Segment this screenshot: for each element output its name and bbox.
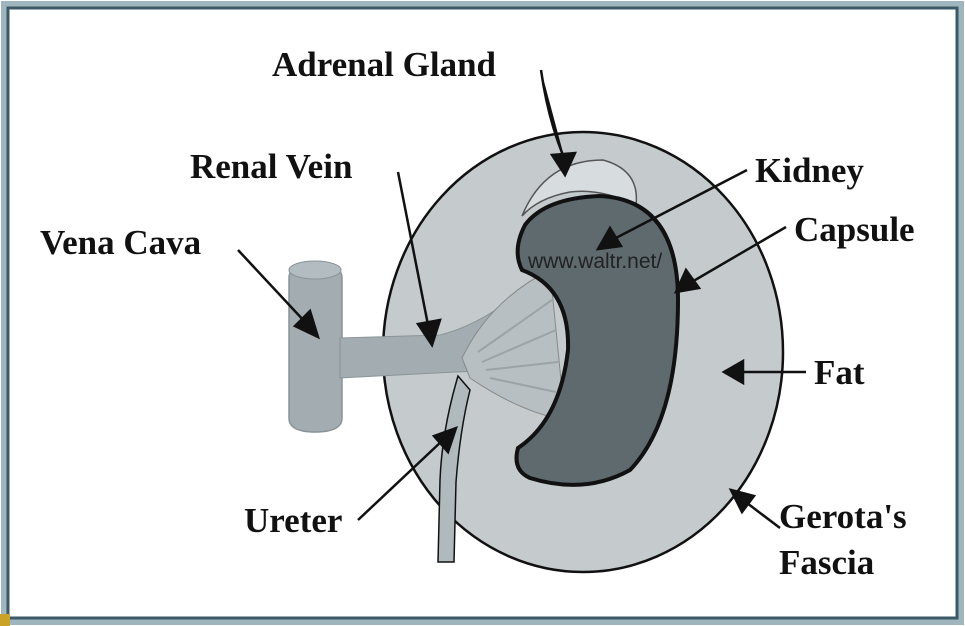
vena-cava-shape (289, 264, 342, 432)
label-fascia: Fascia (779, 545, 874, 580)
label-fat: Fat (814, 355, 865, 390)
vena-cava-top (289, 261, 341, 279)
label-ureter: Ureter (244, 503, 342, 538)
watermark-url: www.waltr.net/ (528, 251, 662, 272)
label-gerotas: Gerota's (779, 499, 907, 534)
label-kidney: Kidney (755, 153, 864, 188)
bottom-accent (0, 614, 10, 626)
label-vena-cava: Vena Cava (40, 225, 201, 260)
label-capsule: Capsule (794, 212, 915, 247)
label-adrenal-gland: Adrenal Gland (272, 47, 496, 82)
label-renal-vein: Renal Vein (190, 149, 352, 184)
